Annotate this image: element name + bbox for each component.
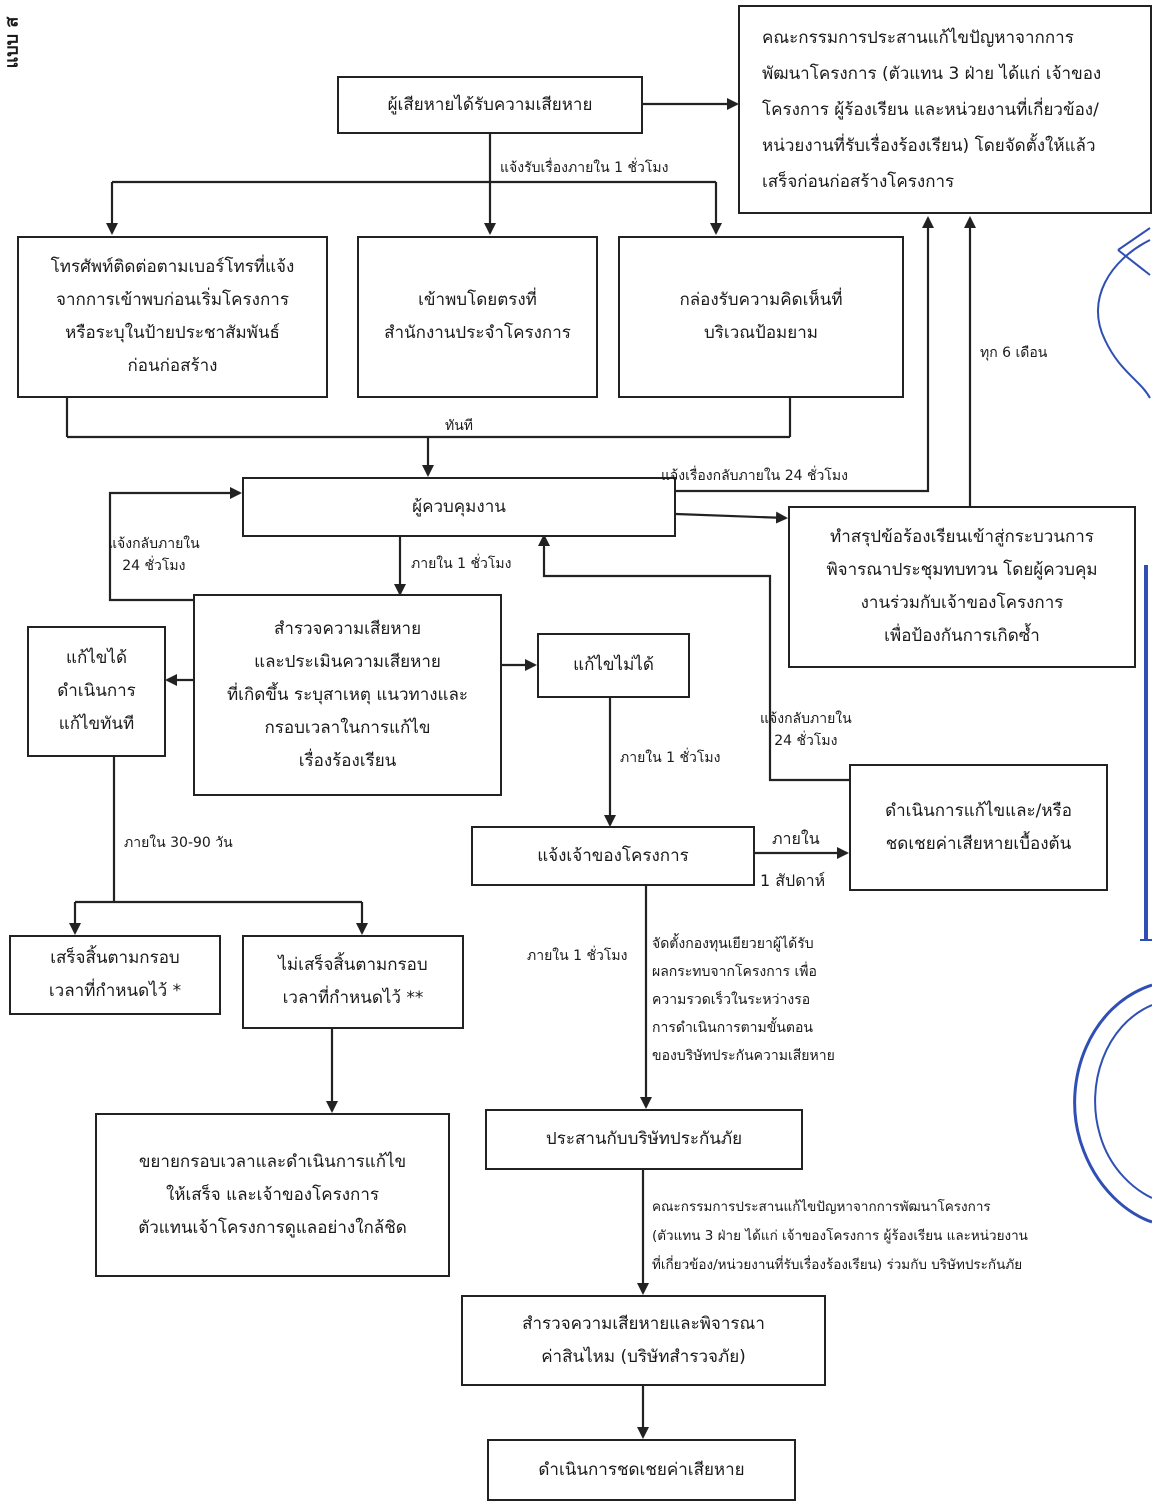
extend-box: ขยายกรอบเวลาและดำเนินการแก้ไข ให้เสร็จ แ… [95, 1113, 450, 1277]
label-within-1hr-c: ภายใน 1 ชั่วโมง [527, 948, 628, 964]
done-on-time-box: เสร็จสิ้นตามกรอบ เวลาที่กำหนดไว้ * [9, 935, 221, 1015]
label-reply-24hr-right: แจ้งกลับภายใน 24 ชั่วโมง [760, 711, 852, 749]
visit-office-box: เข้าพบโดยตรงที่ สำนักงานประจำโครงการ [357, 236, 598, 398]
arrow-supervisor-to-committee [676, 216, 934, 493]
survey-assess-box: สำรวจความเสียหาย และประเมินความเสียหาย ท… [193, 594, 502, 796]
label-reply-24hr-left: แจ้งกลับภายใน 24 ชั่วโมง [108, 536, 200, 574]
summary-box: ทำสรุปข้อร้องเรียนเข้าสู่กระบวนการ พิจาร… [788, 506, 1136, 668]
label-within-1hr-a: ภายใน 1 ชั่วโมง [411, 556, 512, 572]
label-every-6-months: ทุก 6 เดือน [980, 345, 1048, 361]
comment-box-channel: กล่องรับความคิดเห็นที่ บริเวณป้อมยาม [618, 236, 904, 398]
notify-owner-box: แจ้งเจ้าของโครงการ [471, 826, 755, 886]
form-label: แบบ ส [1, 16, 23, 69]
label-immediately: ทันที [445, 418, 474, 434]
compensate-box: ดำเนินการชดเชยค่าเสียหาย [487, 1439, 796, 1501]
phone-channel-box: โทรศัพท์ติดต่อตามเบอร์โทรที่แจ้ง จากการเ… [17, 236, 328, 398]
label-within-1week-top: ภายใน [772, 829, 820, 848]
label-within-1hr-b: ภายใน 1 ชั่วโมง [620, 750, 721, 766]
insurance-box: ประสานกับบริษัทประกันภัย [485, 1109, 803, 1170]
not-done-on-time-box: ไม่เสร็จสิ้นตามกรอบ เวลาที่กำหนดไว้ ** [242, 935, 464, 1029]
arrow-survey-to-supervisor [108, 487, 242, 602]
label-fund-note: จัดตั้งกองทุนเยียวยาผู้ได้รับ ผลกระทบจาก… [652, 936, 835, 1064]
label-committee-insurance: คณะกรรมการประสานแก้ไขปัญหาจากการพัฒนาโคร… [652, 1199, 1028, 1273]
survey-consider-box: สำรวจความเสียหายและพิจารณา ค่าสินไหม (บร… [461, 1295, 826, 1386]
label-within-30-90: ภายใน 30-90 วัน [124, 835, 233, 851]
fixable-box: แก้ไขได้ ดำเนินการ แก้ไขทันที [27, 626, 166, 757]
damage-received-box: ผู้เสียหายได้รับความเสียหาย [337, 76, 643, 134]
label-within-1week-bottom: 1 สัปดาห์ [760, 871, 826, 890]
arrow-supervisor-to-summary [675, 511, 788, 524]
not-fixable-box: แก้ไขไม่ได้ [537, 633, 690, 698]
label-notify-1hr: แจ้งรับเรื่องภายใน 1 ชั่วโมง [500, 160, 669, 176]
supervisor-box: ผู้ควบคุมงาน [242, 477, 676, 537]
label-reply-24hr-top: แจ้งเรื่องกลับภายใน 24 ชั่วโมง [661, 468, 848, 484]
fix-compensate-box: ดำเนินการแก้ไขและ/หรือ ชดเชยค่าเสียหายเบ… [849, 764, 1108, 891]
committee-box: คณะกรรมการประสานแก้ไขปัญหาจากการ พัฒนาโค… [738, 5, 1152, 214]
stamp-decoration [1073, 227, 1152, 1224]
arrow-fixcomp-to-supervisor [538, 534, 850, 782]
